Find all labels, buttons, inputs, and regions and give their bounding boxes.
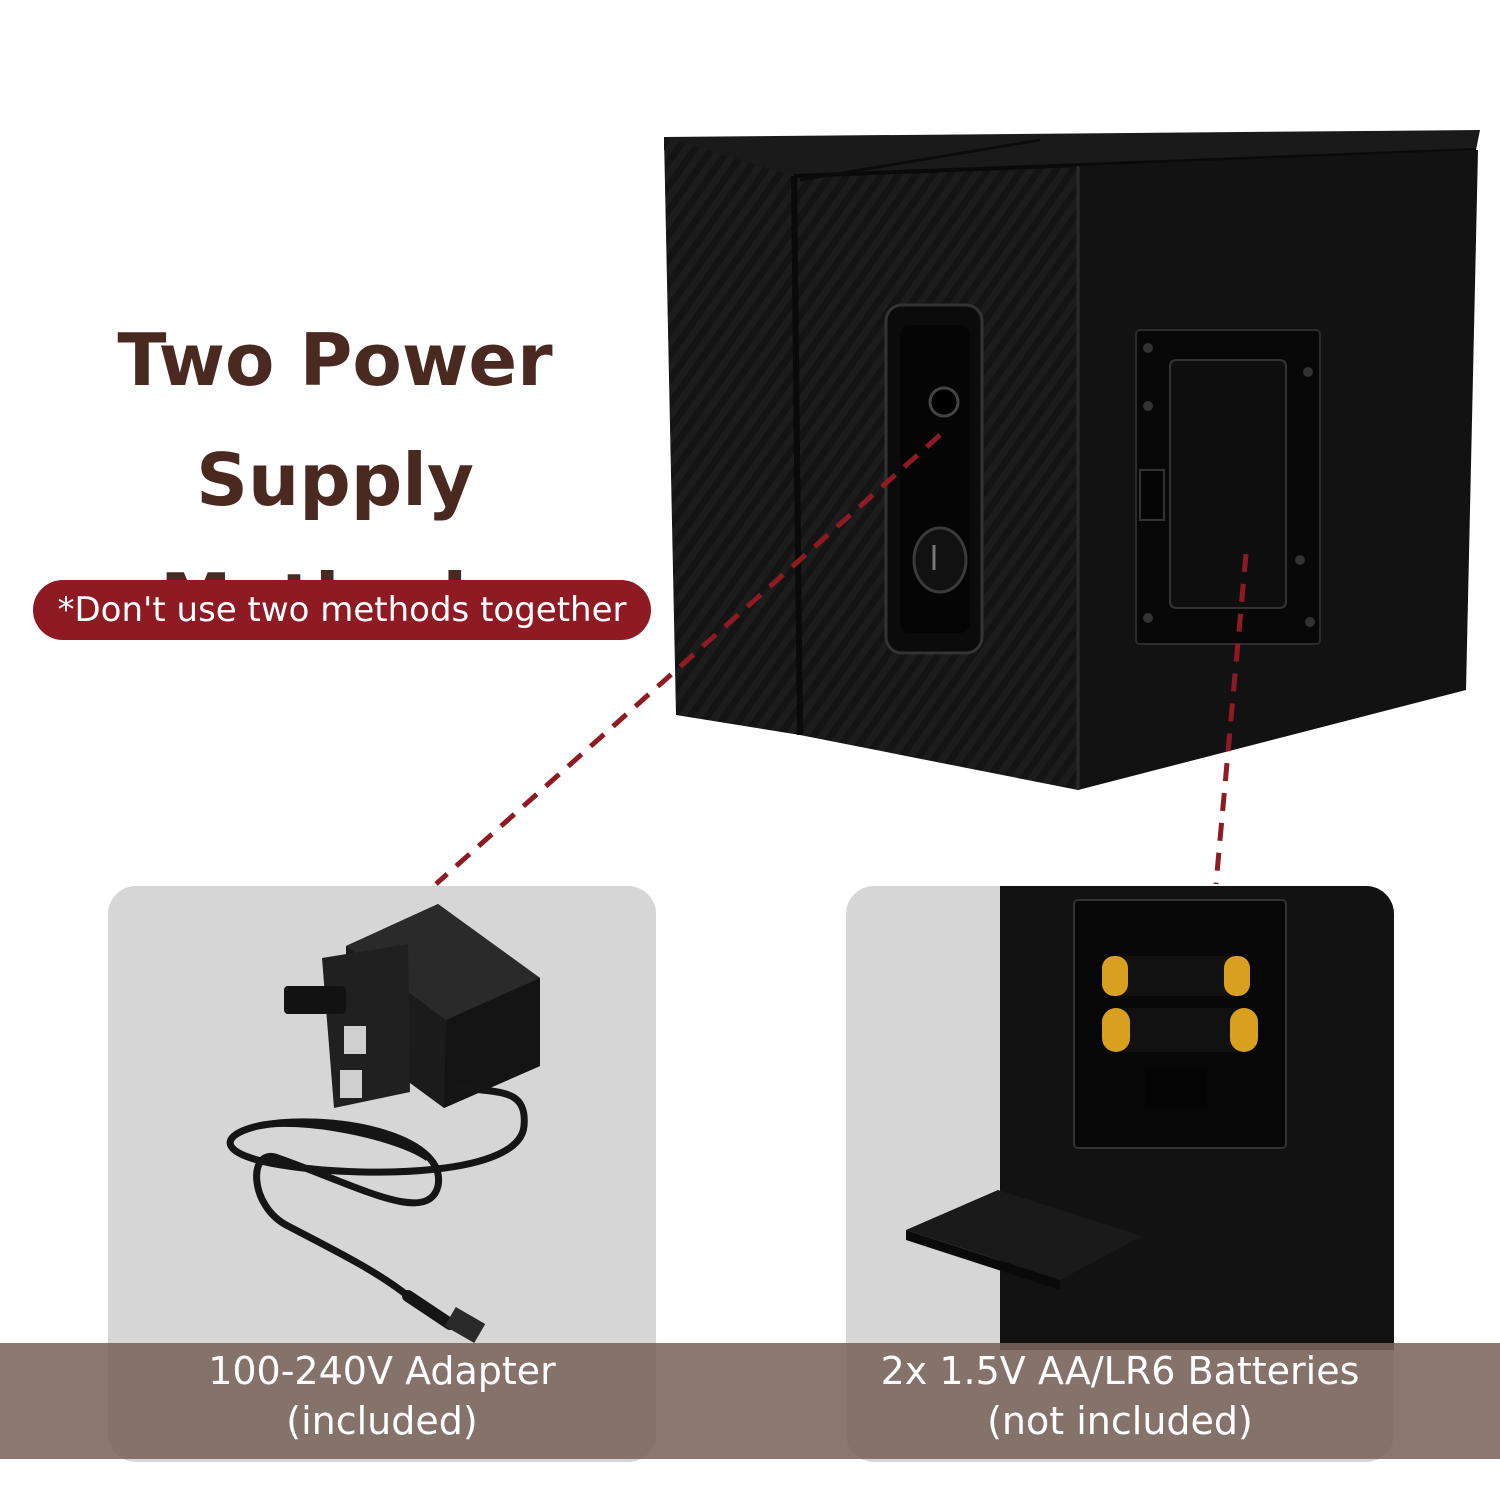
warning-pill: *Don't use two methods together (33, 580, 651, 640)
headline-line-1: Two Power (117, 318, 553, 402)
aa-battery-icon (1102, 956, 1250, 996)
caption-band (0, 1343, 1500, 1459)
battery-compartment-icon (906, 886, 1394, 1350)
adapter-caption-line-1: 100-240V Adapter (208, 1349, 556, 1393)
adapter-caption-line-2: (included) (286, 1399, 478, 1443)
power-adapter-icon (226, 904, 540, 1344)
battery-caption-line-1: 2x 1.5V AA/LR6 Batteries (880, 1349, 1360, 1393)
battery-cover-icon (906, 1190, 1142, 1280)
aa-battery-icon (1102, 1008, 1258, 1052)
adapter-caption: 100-240V Adapter (included) (108, 1346, 656, 1446)
battery-caption: 2x 1.5V AA/LR6 Batteries (not included) (846, 1346, 1394, 1446)
battery-caption-line-2: (not included) (987, 1399, 1253, 1443)
